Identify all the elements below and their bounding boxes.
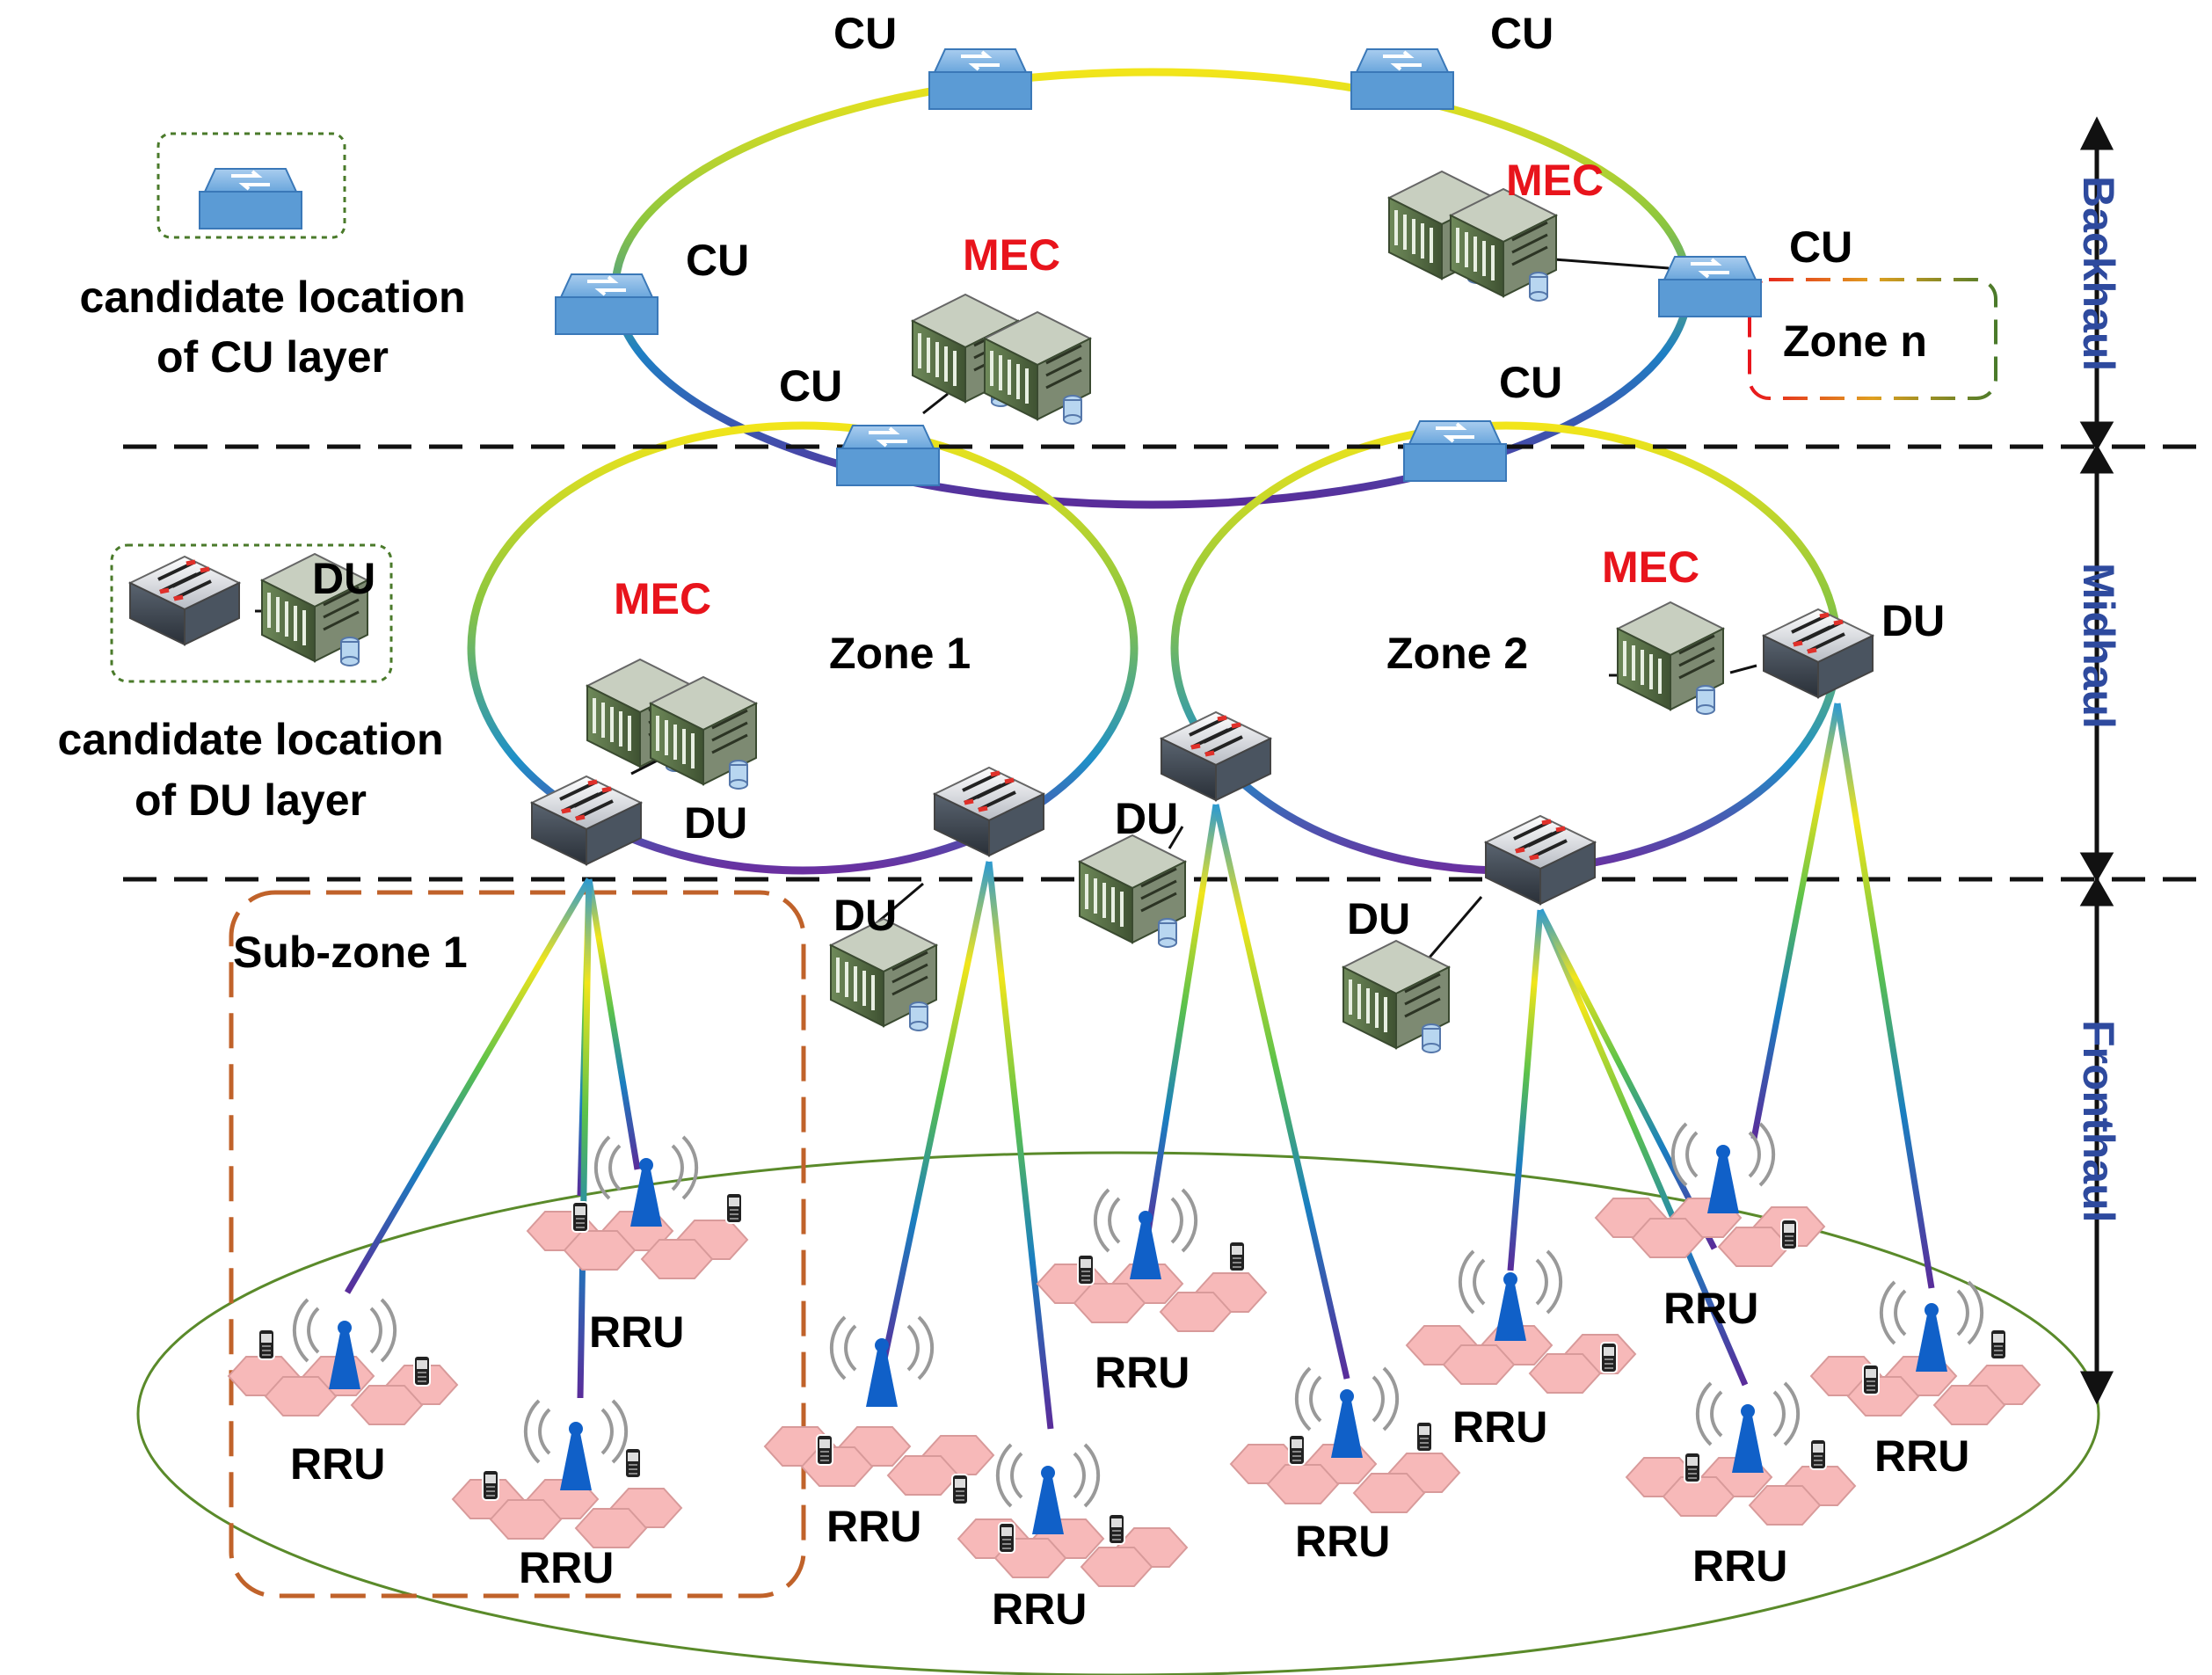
du-legend-switch [130,557,239,645]
rru-label: RRU [290,1439,385,1489]
rru-label: RRU [1295,1517,1390,1566]
fronthaul-fibers [344,703,1935,1430]
antenna-icon [1695,1381,1801,1475]
zone-n-box [1748,278,1997,400]
backhaul-label: Backhaul [2074,176,2123,371]
phone-icon [1415,1421,1433,1453]
phone-icon [571,1201,589,1233]
phone-icon [1108,1513,1125,1545]
antenna-icon [1879,1280,1984,1373]
du-server-zone1-right [1078,834,1187,949]
mec-label: MEC [614,574,711,623]
rru-label: RRU [826,1502,921,1551]
cu-switch-top-right [1350,47,1455,111]
antenna-icon [1093,1188,1198,1281]
phone-icon [816,1434,833,1466]
mec-label: MEC [1506,156,1604,205]
mec-server-zone2 [1616,601,1725,716]
du-label: DU [1347,894,1410,943]
du-switch-zone2-left [1161,712,1270,800]
phone-icon [1684,1452,1701,1483]
zone1-ring [467,421,1139,875]
antenna-icon [1294,1366,1400,1460]
zone-n-label: Zone n [1783,317,1927,366]
coverage-area [136,1151,2100,1675]
phone-icon [1228,1241,1246,1272]
phone-icon [725,1192,743,1224]
phone-icon [1809,1438,1827,1470]
rru-label: RRU [1874,1431,1969,1481]
du-server-zone2-bottom [1342,939,1451,1054]
cu-switch-bottom-right [1402,419,1508,483]
zone1-label: Zone 1 [829,629,971,678]
rru-label: RRU [1452,1402,1547,1452]
du-label: DU [684,798,747,848]
cu-label: CU [779,361,842,411]
du-switch-zone2-bottom [1486,816,1595,904]
backhaul-ring [611,68,1692,509]
mec-label: MEC [1602,543,1699,592]
antenna-icon [593,1135,699,1228]
cu-switch-right [1657,255,1763,318]
layer-arrow [2079,116,2114,1405]
mec-label: MEC [963,230,1060,280]
du-switch-zone1-right [935,768,1044,856]
phone-icon [258,1329,275,1360]
antenna-icon [829,1315,935,1409]
phone-icon [624,1447,642,1479]
zone2-label: Zone 2 [1386,629,1528,678]
midhaul-label: Midhaul [2074,563,2123,729]
rru-label: RRU [1095,1348,1190,1397]
rru-label: RRU [1663,1284,1758,1333]
subzone1-box [229,890,806,1599]
phone-icon [1780,1219,1798,1250]
phone-icon [951,1474,969,1505]
fronthaul-label: Fronthaul [2074,1020,2123,1223]
du-legend-caption: candidate location [58,715,444,764]
du-legend-caption: of DU layer [135,776,367,825]
phone-icon [998,1522,1015,1554]
cu-legend-icon [198,167,303,230]
rru-label: RRU [992,1584,1087,1634]
cu-switch-bottom-left [835,424,941,487]
phone-icon [413,1355,431,1387]
du-label: DU [833,891,897,940]
cu-switch-left [554,273,659,336]
cu-legend-caption: of CU layer [156,332,389,382]
phone-icon [1990,1329,2007,1360]
antenna-icon [523,1399,629,1492]
phone-icon [1077,1254,1095,1285]
subzone1-label: Sub-zone 1 [233,928,468,977]
phone-icon [1288,1434,1306,1466]
cu-legend-caption: candidate location [80,273,466,322]
cu-label: CU [1499,358,1562,407]
phone-icon [1600,1342,1618,1373]
phone-icon [482,1469,499,1501]
du-label: DU [1115,794,1178,843]
phone-icon [1862,1364,1880,1395]
cu-label: CU [833,9,897,58]
du-label: DU [1881,596,1945,645]
cu-label: CU [686,236,749,285]
rru-label: RRU [589,1307,684,1357]
rru-label: RRU [519,1543,614,1592]
cu-label: CU [1490,9,1553,58]
cu-switch-top-left [928,47,1033,111]
du-legend-tag: DU [312,554,375,603]
rru-label: RRU [1692,1541,1787,1591]
du-switch-zone2-right [1764,609,1873,697]
cu-label: CU [1789,222,1852,272]
cu-legend-box [156,132,346,239]
